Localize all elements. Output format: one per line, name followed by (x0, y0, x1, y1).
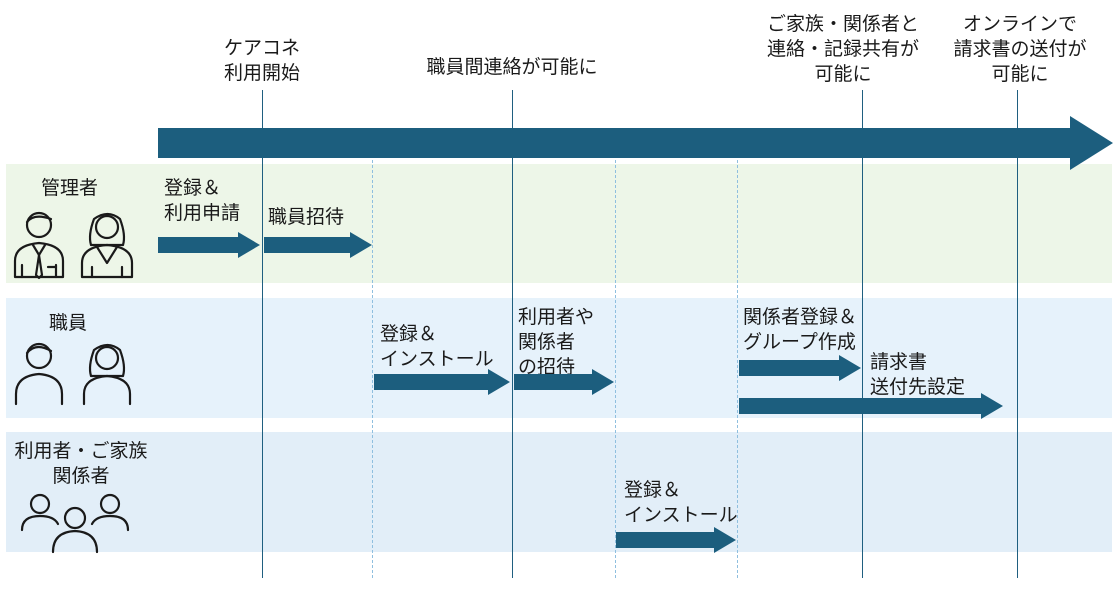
guide-line (615, 150, 616, 578)
staff-install-arrow (374, 369, 510, 395)
staff-step-invite-users: 利用者や 関係者 の招待 (518, 306, 595, 378)
staff-invite-users-arrow (514, 369, 614, 395)
milestone-line-staff-comm (512, 90, 513, 578)
staff-step-register-related: 関係者登録＆ グループ作成 (743, 306, 858, 353)
manager-pair-icon (12, 205, 137, 280)
timeline-arrow (158, 116, 1113, 170)
user-step-install: 登録＆ インストール (624, 479, 738, 526)
guide-line (372, 150, 373, 578)
admin-invite-arrow (264, 232, 372, 258)
user-install-arrow (616, 527, 736, 553)
admin-step-register: 登録＆ 利用申請 (164, 177, 241, 224)
user-lane-label: 利用者・ご家族 関係者 (14, 440, 148, 487)
staff-register-related-arrow (739, 355, 861, 381)
milestone-online-invoice-label: オンラインで 請求書の送付が 可能に (953, 13, 1087, 85)
milestone-family-comm-label: ご家族・関係者と 連絡・記録共有が 可能に (766, 13, 919, 85)
milestone-staff-comm-label: 職員間連絡が可能に (426, 56, 598, 78)
staff-step-install: 登録＆ インストール (380, 323, 494, 370)
guide-line (737, 150, 738, 578)
staff-invoice-setup-arrow (739, 393, 1003, 419)
staff-pair-icon (12, 338, 137, 408)
staff-lane-label: 職員 (49, 312, 88, 334)
milestone-line-online-invoice (1017, 90, 1018, 578)
milestone-line-family-comm (862, 90, 863, 578)
milestone-start-label: ケアコネ 利用開始 (223, 37, 300, 84)
family-group-icon (20, 492, 130, 554)
staff-step-invoice-setup: 請求書 送付先設定 (870, 351, 966, 398)
admin-lane-label: 管理者 (41, 177, 99, 199)
admin-lane (6, 164, 1112, 283)
admin-register-arrow (158, 232, 260, 258)
milestone-line-start (262, 90, 263, 578)
admin-step-invite-staff: 職員招待 (268, 206, 345, 228)
user-lane (6, 432, 1112, 552)
